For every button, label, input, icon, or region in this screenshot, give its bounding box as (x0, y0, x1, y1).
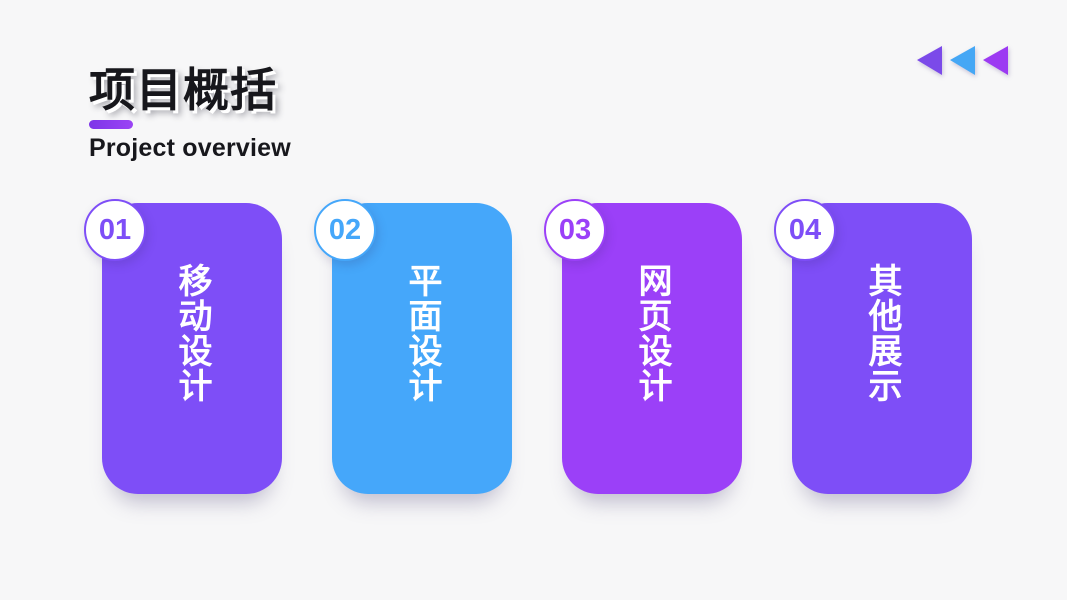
card-graphic-design: 02 平面设计 (314, 199, 512, 494)
title-underline (89, 120, 133, 129)
card-label: 其他展示 (863, 263, 901, 403)
page-title: 项目概括 (89, 64, 277, 116)
decorative-triangles (917, 46, 1008, 75)
card-web-design: 03 网页设计 (544, 199, 742, 494)
number-badge: 02 (314, 199, 376, 261)
card-label: 移动设计 (173, 263, 211, 403)
card-mobile-design: 01 移动设计 (84, 199, 282, 494)
card-other-display: 04 其他展示 (774, 199, 972, 494)
number-badge: 04 (774, 199, 836, 261)
left-arrow-triangle-icon (917, 46, 942, 75)
left-arrow-triangle-icon (950, 46, 975, 75)
number-badge: 01 (84, 199, 146, 261)
card-label: 平面设计 (403, 263, 441, 403)
page-subtitle: Project overview (89, 134, 291, 162)
card-label: 网页设计 (633, 263, 671, 403)
card-list: 01 移动设计 02 平面设计 03 网页设计 04 其他展示 (84, 199, 972, 494)
number-badge: 03 (544, 199, 606, 261)
left-arrow-triangle-icon (983, 46, 1008, 75)
